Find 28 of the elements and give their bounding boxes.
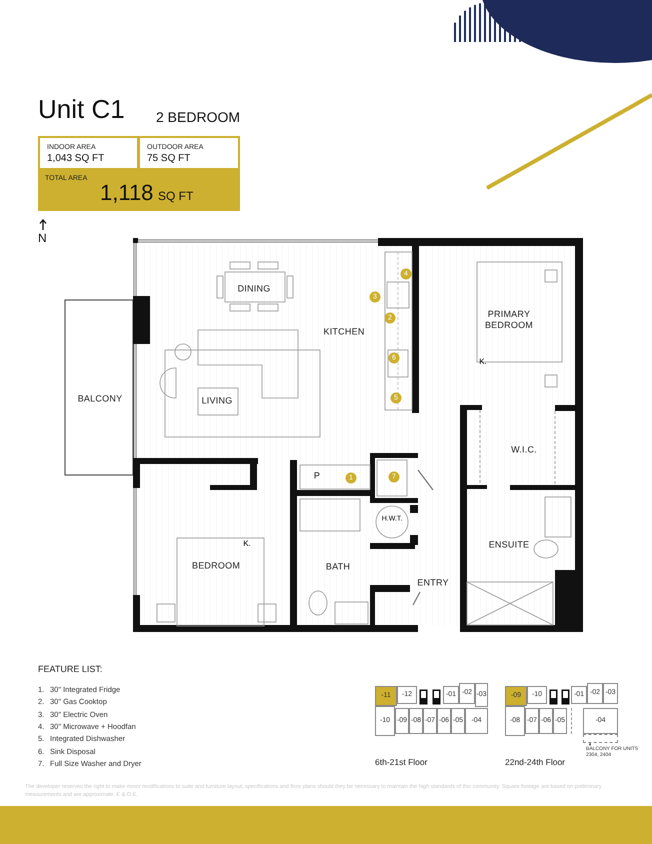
area-panel <box>38 136 139 170</box>
room-label: BEDROOM <box>192 560 240 572</box>
unit-type: 2 BEDROOM <box>156 109 240 126</box>
section-heading: FEATURE LIST: <box>38 663 102 676</box>
area-value: 1,043 SQ FT <box>47 154 106 164</box>
bed-size-label: K. <box>479 357 487 367</box>
leader-line <box>588 742 592 746</box>
area-value: 1,118 <box>100 182 154 204</box>
room-label: PRIMARY BEDROOM <box>484 308 534 332</box>
area-panel <box>139 136 240 170</box>
north-label: N <box>38 231 47 246</box>
balcony-outline <box>583 734 618 743</box>
total-area-panel <box>38 170 240 211</box>
room-label: BALCONY <box>78 393 122 405</box>
room-label: BATH <box>326 561 350 573</box>
bed-size-label: K. <box>243 539 251 549</box>
room-label: P <box>314 470 320 482</box>
area-value: 75 SQ FT <box>147 154 192 164</box>
room-label: ENTRY <box>417 577 449 589</box>
room-label: LIVING <box>202 395 232 407</box>
floor-range-label: 6th-21st Floor <box>375 756 428 769</box>
room-label: ENSUITE <box>488 539 530 551</box>
room-label: DINING <box>238 283 270 295</box>
room-label: KITCHEN <box>323 326 365 338</box>
room-label: W.I.C. <box>511 444 537 456</box>
unit-title: Unit C1 <box>38 96 125 122</box>
floor-range-label: 22nd-24th Floor <box>505 756 566 769</box>
area-unit: SQ FT <box>158 190 194 202</box>
